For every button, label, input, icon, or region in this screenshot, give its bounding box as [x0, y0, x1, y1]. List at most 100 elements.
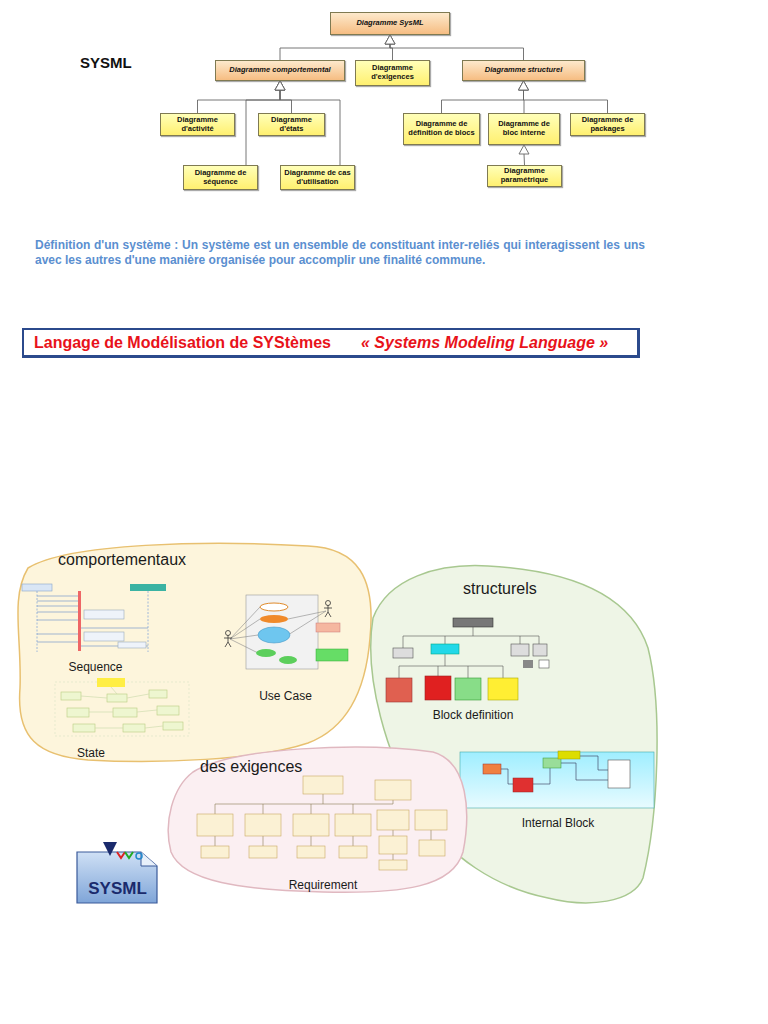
illustration-line: [353, 836, 354, 846]
category-box: Diagramme comportemental: [215, 60, 345, 81]
illustration-path: [168, 747, 466, 892]
illustration-circle: [226, 631, 231, 636]
diagram-illustration: [383, 616, 563, 706]
illustration-ellipse: [279, 656, 297, 664]
illustration-rect: [118, 642, 146, 648]
thumbnail-caption: State: [53, 746, 193, 760]
illustration-line: [328, 612, 331, 617]
illustration-line: [230, 639, 258, 653]
generalization-head: [385, 35, 395, 44]
generalization-connector: [385, 35, 524, 60]
generalization-head: [519, 81, 529, 90]
illustration-circle: [326, 601, 331, 606]
illustration-line: [311, 804, 312, 814]
illustration-path: [141, 852, 157, 866]
illustration-line: [230, 619, 260, 639]
box-label: Diagramme de définition de blocs: [406, 120, 477, 137]
box-label: Diagramme SysML: [356, 19, 423, 28]
thumbnail-caption: Block definition: [383, 708, 563, 722]
box-label: Diagramme d'états: [261, 116, 322, 133]
illustration-rect: [377, 810, 409, 830]
illustration-rect: [379, 860, 407, 870]
illustration-line: [37, 601, 78, 602]
generalization-head: [275, 81, 285, 90]
illustration-g: [61, 690, 183, 732]
illustration-rect: [513, 778, 533, 792]
illustration-rect: [201, 846, 229, 858]
box-label: Diagramme de packages: [573, 116, 642, 133]
illustration-rect: [157, 706, 179, 715]
illustration-rect: [293, 814, 329, 836]
illustration-rect: [455, 678, 481, 700]
diagram-thumbnail: Use Case: [218, 593, 353, 703]
illustration-line: [403, 636, 404, 648]
illustration-rect: [335, 814, 371, 836]
illustration-rect: [393, 648, 413, 658]
generalization-head: [519, 145, 529, 154]
sysml-logo: SYSML: [75, 840, 160, 905]
illustration-line: [37, 596, 78, 597]
illustration-rect: [608, 760, 630, 788]
connector-line: [524, 154, 526, 165]
illustration-line: [37, 620, 78, 621]
diagram-type-box: Diagramme d'exigences: [355, 60, 430, 86]
illustration-line: [37, 606, 78, 607]
illustration-g: [81, 687, 163, 728]
generalization-head: [385, 35, 395, 44]
illustration-line: [473, 627, 474, 636]
illustration-polyline: [533, 768, 550, 784]
thumbnail-caption: Sequence: [18, 660, 173, 674]
illustration-ellipse: [260, 603, 288, 611]
diagram-type-box: Diagramme d'activité: [160, 113, 235, 136]
illustration-g: [215, 794, 431, 860]
box-label: Diagramme paramétrique: [490, 167, 559, 184]
diagram-type-box: Diagramme de définition de blocs: [403, 113, 480, 145]
illustration-line: [228, 642, 231, 647]
illustration-line: [263, 836, 264, 846]
illustration-rect: [163, 722, 183, 730]
illustration-rect: [533, 644, 547, 656]
generalization-connector: [280, 35, 395, 60]
illustration-rect: [375, 780, 411, 800]
illustration-rect: [543, 758, 561, 768]
banner-text: Langage de Modélisation de SYStèmes: [34, 334, 331, 352]
illustration-line: [230, 607, 260, 639]
illustration-rect: [425, 676, 451, 700]
illustration-rect: [246, 595, 318, 669]
illustration-line: [228, 635, 229, 642]
illustration-line: [148, 591, 149, 652]
illustration-line: [137, 710, 157, 712]
diagram-thumbnail: State: [53, 678, 193, 760]
illustration-rect: [419, 840, 445, 856]
illustration-line: [95, 728, 123, 729]
illustration-rect: [316, 649, 348, 661]
box-label: Diagramme de bloc interne: [491, 120, 557, 137]
illustration-rect: [149, 690, 167, 698]
illustration-line: [328, 605, 329, 612]
connector-line: [442, 90, 524, 113]
illustration-line: [288, 611, 326, 619]
connector-line: [280, 90, 292, 113]
illustration-rect: [523, 660, 533, 668]
illustration-line: [438, 666, 439, 676]
illustration-circle: [136, 853, 142, 859]
diagram-type-box: Diagramme de packages: [570, 113, 645, 136]
illustration-line: [215, 804, 393, 805]
illustration-rect: [558, 751, 580, 759]
connector-line: [280, 44, 390, 60]
illustration-line: [325, 612, 328, 617]
diagram-illustration: [18, 582, 173, 654]
generalization-connector: [519, 81, 529, 113]
illustration-rect: [73, 724, 95, 732]
connector-line: [524, 90, 608, 113]
illustration-line: [353, 804, 354, 814]
illustration-line: [539, 636, 540, 644]
generalization-connector: [519, 145, 529, 165]
illustration-rect: [84, 632, 124, 641]
illustration-path: [18, 543, 371, 761]
illustration-rect: [22, 584, 52, 591]
illustration-rect: [67, 708, 89, 717]
box-label: Diagramme de séquence: [186, 169, 255, 186]
logo-text: SYSML: [75, 879, 160, 899]
illustration-polyline: [580, 756, 608, 770]
